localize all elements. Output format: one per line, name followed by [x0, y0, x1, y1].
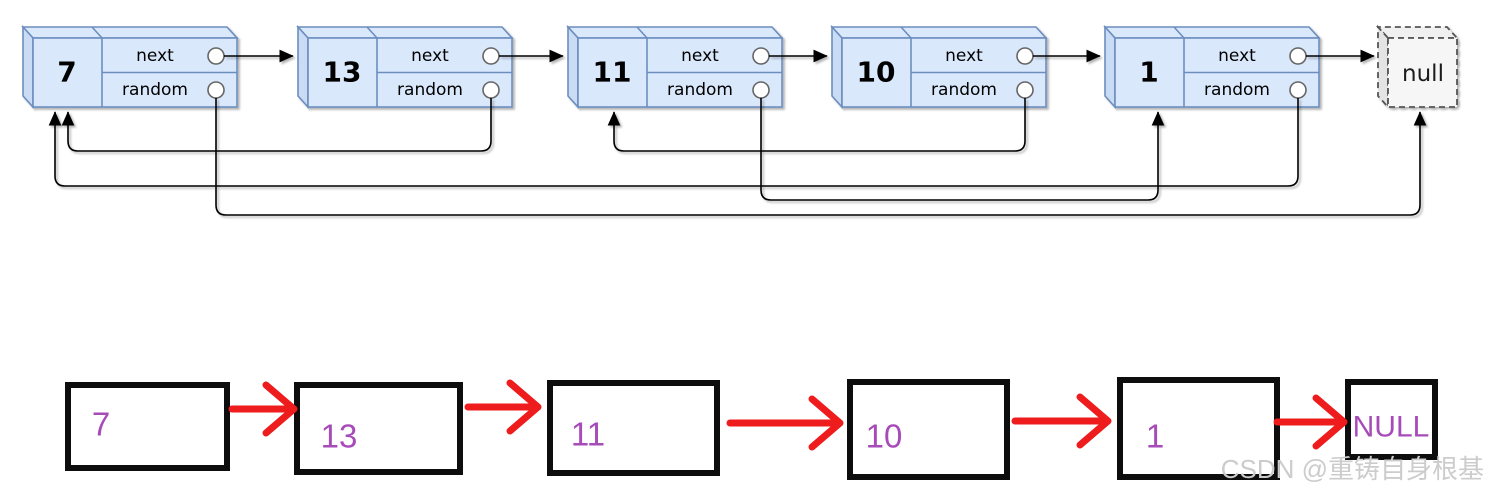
next-field-label: next: [136, 46, 174, 66]
cube-left-face: [831, 24, 843, 110]
list-box-7: [65, 382, 230, 471]
red-arrow-13-11: [464, 379, 542, 435]
null-front-face: [1387, 37, 1458, 108]
node-value: 13: [323, 56, 362, 89]
list-box-1: [1117, 377, 1280, 480]
null-left-face: [1377, 24, 1389, 110]
cube-left-face: [22, 24, 34, 110]
null-top-face: [1375, 26, 1460, 39]
value-divider-top: [636, 26, 648, 39]
random-field-label: random: [1204, 80, 1270, 100]
node-11: 11 next random: [566, 24, 784, 110]
random-field-label: random: [122, 80, 188, 100]
node-value: 7: [57, 56, 76, 89]
random-arrow-10-11: [607, 98, 1026, 152]
list-box-13: [294, 382, 463, 475]
next-pointer-port: [207, 47, 225, 65]
random-pointer-port: [752, 81, 770, 99]
null-node: null: [1375, 24, 1460, 110]
watermark: CSDN @重铸自身根基: [1221, 454, 1484, 484]
cube-left-face: [297, 24, 309, 110]
simple-list: 7 13 11 10 1 NULL: [65, 377, 1438, 480]
cube-left-face: [567, 24, 579, 110]
random-arrow-1-7: [48, 98, 1299, 187]
next-pointer-port: [1016, 47, 1034, 65]
cube-left-face: [1104, 24, 1116, 110]
node-13: 13 next random: [296, 24, 514, 110]
node-value: 1: [1139, 56, 1158, 89]
next-field-label: next: [681, 46, 719, 66]
random-field-label: random: [667, 80, 733, 100]
null-label: null: [1402, 61, 1444, 87]
node-10: 10 next random: [830, 24, 1048, 110]
red-arrow-11-10: [726, 395, 844, 451]
list-box-11: [547, 380, 720, 476]
cube-top-face: [296, 26, 514, 39]
red-arrow-7-13: [228, 381, 298, 437]
cube-top-face: [566, 26, 784, 39]
node-7: 7 next random: [21, 24, 239, 110]
random-pointer-port: [1016, 81, 1034, 99]
list-value-10: 10: [866, 418, 903, 455]
random-arrow-7-null: [215, 98, 1427, 216]
node-1: 1 next random: [1103, 24, 1321, 110]
random-pointer-port: [1289, 81, 1307, 99]
list-value-1: 1: [1146, 418, 1164, 455]
value-divider-top: [1173, 26, 1185, 39]
next-pointer-port: [1289, 47, 1307, 65]
node-value: 11: [593, 56, 632, 89]
next-field-label: next: [1218, 46, 1256, 66]
list-box-null: [1345, 379, 1438, 460]
pointer-diagram: 7 next random 13 next random: [21, 24, 1460, 216]
list-value-7: 7: [92, 406, 110, 443]
value-divider-top: [91, 26, 103, 39]
random-field-label: random: [397, 80, 463, 100]
next-field-label: next: [411, 46, 449, 66]
cube-top-face: [1103, 26, 1321, 39]
random-pointer-port: [482, 81, 500, 99]
list-value-11: 11: [571, 416, 605, 453]
next-pointer-port: [482, 47, 500, 65]
value-divider-top: [900, 26, 912, 39]
value-divider-top: [366, 26, 378, 39]
next-pointer-port: [752, 47, 770, 65]
cube-top-face: [21, 26, 239, 39]
cube-top-face: [830, 26, 1048, 39]
random-field-label: random: [931, 80, 997, 100]
random-arrow-11-1: [760, 98, 1165, 201]
connectors: [48, 49, 1427, 216]
random-arrow-13-7: [61, 98, 492, 152]
red-arrow-1-null: [1273, 394, 1348, 450]
list-null-label: NULL: [1353, 411, 1430, 444]
next-field-label: next: [945, 46, 983, 66]
random-pointer-port: [207, 81, 225, 99]
list-value-13: 13: [321, 418, 358, 455]
node-value: 10: [857, 56, 896, 89]
red-arrow-10-1: [1011, 393, 1112, 449]
list-box-10: [847, 379, 1010, 480]
